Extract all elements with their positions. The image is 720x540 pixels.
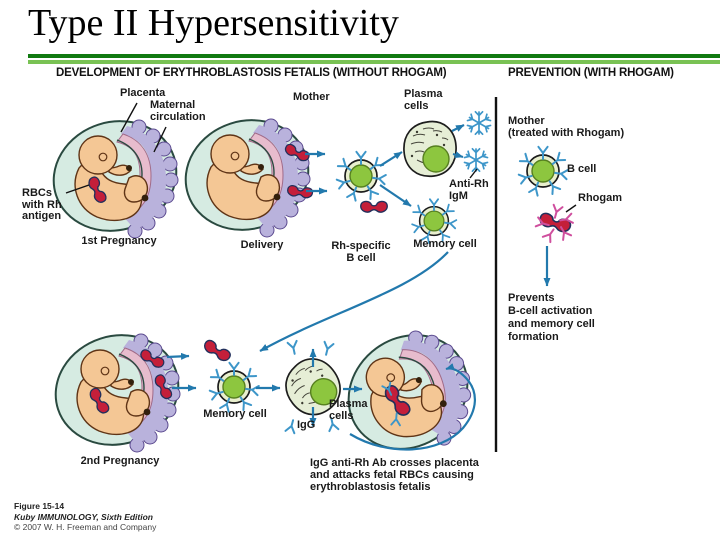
label-pointers	[65, 102, 577, 213]
slide-title: Type II Hypersensitivity	[28, 2, 399, 44]
b-cell-label: B cell	[567, 163, 597, 176]
left-panel-header: DEVELOPMENT OF ERYTHROBLASTOSIS FETALIS …	[56, 67, 447, 79]
placenta-label: Placenta	[120, 87, 166, 100]
label-line: Anti-Rh	[449, 178, 489, 190]
rh-specific-b-cell-label: Rh-specific B cell	[318, 240, 404, 264]
label-line: Memory cell	[203, 408, 267, 420]
fetus-second-pregnancy-icon	[40, 318, 194, 462]
prevents-label: Prevents B-cell activation and memory ce…	[508, 292, 595, 344]
label-line: erythroblastosis fetalis	[310, 481, 431, 493]
label-line: Prevents	[508, 292, 555, 304]
label-line: Rh-specific	[331, 240, 391, 252]
memory-cell-top-icon	[412, 199, 456, 243]
rbcs-with-rh-antigen-label: RBCs with Rh antigen	[22, 187, 62, 223]
label-line: IgM	[449, 189, 468, 202]
label-line: Plasma	[404, 88, 443, 100]
title-rule-light	[28, 60, 720, 64]
mother-label: Mother	[293, 91, 330, 104]
label-line: with Rh	[22, 198, 62, 211]
label-line: 2nd Pregnancy	[80, 455, 160, 467]
figure-number: Figure 15-14	[14, 501, 65, 511]
memory-cell-bottom-label: Memory cell	[184, 408, 286, 421]
copyright: © 2007 W. H. Freeman and Company	[14, 522, 157, 532]
anti-rh-igm-label: Anti-Rh IgM	[449, 178, 489, 202]
plasma-cell-top-icon	[403, 120, 457, 178]
first-pregnancy-label: 1st Pregnancy	[58, 235, 180, 248]
label-line: IgG anti-Rh Ab crosses placenta	[310, 457, 479, 469]
label-line: formation	[508, 331, 559, 343]
memory-cell-bottom-icon	[201, 337, 259, 412]
label-line: B cell	[567, 163, 597, 175]
label-line: B-cell activation	[508, 305, 593, 317]
plasma-cells-top-label: Plasma cells	[404, 88, 443, 112]
label-line: and memory cell	[508, 318, 595, 330]
igg-label: IgG	[297, 419, 316, 432]
figure-credit: Figure 15-14 Kuby IMMUNOLOGY, Sixth Edit…	[14, 501, 156, 533]
rh-specific-b-cell-icon	[337, 152, 388, 213]
igm-snowflake-icon	[465, 112, 491, 171]
fetus-delivery-icon	[170, 103, 324, 247]
second-pregnancy-label: 2nd Pregnancy	[58, 455, 182, 468]
label-line: Maternal	[150, 99, 196, 111]
label-line: (treated with Rhogam)	[508, 126, 625, 139]
label-line: IgG	[297, 419, 316, 431]
maternal-circulation-label: Maternal circulation	[150, 99, 206, 123]
title-rule-dark	[28, 54, 720, 58]
label-line: antigen	[22, 210, 62, 222]
label-line: Mother	[293, 91, 330, 103]
label-line: Rhogam	[578, 192, 622, 204]
fetus-first-pregnancy-icon	[38, 104, 192, 248]
flow-arrows	[166, 124, 551, 451]
rhogam-label: Rhogam	[578, 192, 622, 205]
memory-cell-top-label: Memory cell	[398, 238, 492, 251]
label-line: Mother	[508, 115, 545, 127]
plasma-cells-bottom-label: Plasma cells	[329, 398, 368, 422]
right-panel-header: PREVENTION (WITH RHOGAM)	[508, 67, 674, 79]
b-cell-right-icon	[519, 147, 568, 196]
label-line: and attacks fetal RBCs causing	[310, 469, 474, 481]
label-line: Delivery	[240, 239, 284, 251]
delivery-label: Delivery	[222, 239, 302, 252]
label-line: 1st Pregnancy	[81, 235, 157, 247]
label-line: B cell	[346, 251, 376, 264]
label-line: cells	[404, 99, 429, 112]
mother-treated-label: Mother (treated with Rhogam)	[508, 115, 625, 139]
label-line: RBCs	[22, 187, 52, 199]
label-line: Placenta	[120, 87, 166, 99]
label-line: Memory cell	[413, 238, 477, 250]
label-line: Plasma	[329, 398, 368, 410]
book-title: Kuby IMMUNOLOGY, Sixth Edition	[14, 511, 153, 522]
label-line: cells	[329, 409, 354, 422]
label-line: circulation	[150, 110, 206, 123]
igg-caption: IgG anti-Rh Ab crosses placenta and atta…	[310, 457, 479, 493]
